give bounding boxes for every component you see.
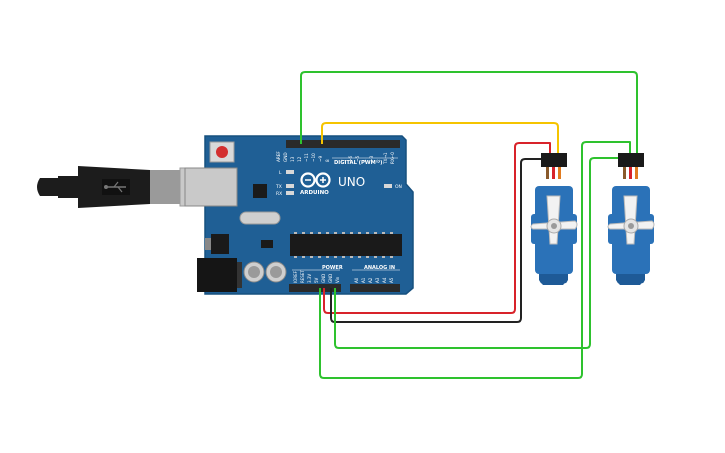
power-label: POWER (322, 265, 343, 271)
usb-chip (253, 184, 267, 198)
arduino-logo (300, 172, 331, 188)
small-chip (261, 240, 273, 248)
svg-text:4: 4 (362, 159, 367, 162)
atmega-chip (290, 234, 402, 256)
analog-label: ANALOG IN (364, 265, 395, 271)
reset-button[interactable] (209, 141, 235, 163)
svg-text:A1: A1 (361, 277, 366, 283)
power-pin-labels: IOREF RESET 3.3V 5V GND GND Vin (293, 270, 340, 283)
svg-text:A3: A3 (375, 277, 380, 283)
svg-text:5V: 5V (314, 277, 319, 283)
analog-pin-labels: A0 A1 A2 A3 A4 A5 (354, 277, 394, 283)
usb-jack (184, 167, 238, 207)
onboard-leds: L TX RX ON (275, 170, 402, 197)
voltage-regulator (211, 234, 229, 254)
crystal (239, 211, 281, 225)
svg-text:AREF: AREF (276, 151, 281, 162)
svg-text:IOREF: IOREF (293, 270, 298, 283)
svg-text:ON: ON (395, 184, 402, 190)
arduino-uno[interactable]: AREF GND 13 12 ~11 ~10 ~9 8 7 ~6 ~5 4 ~3… (184, 135, 414, 295)
svg-text:RESET: RESET (300, 270, 305, 283)
svg-text:~6: ~6 (348, 155, 353, 162)
wire-servo1-signal[interactable] (321, 122, 559, 158)
model-label: UNO (338, 175, 365, 189)
wire-servo2-ground[interactable] (319, 141, 631, 379)
svg-text:~9: ~9 (318, 155, 323, 162)
servo2-connector (618, 153, 644, 167)
svg-text:Vin: Vin (335, 276, 340, 283)
brand-label: ARDUINO (300, 190, 329, 196)
servo-1[interactable] (530, 153, 578, 289)
svg-text:A4: A4 (382, 277, 387, 283)
svg-text:A0: A0 (354, 277, 359, 283)
svg-text:~10: ~10 (311, 153, 316, 162)
servo1-connector (541, 153, 567, 167)
digital-header[interactable] (286, 140, 400, 148)
svg-text:GND: GND (328, 274, 333, 283)
svg-text:2: 2 (376, 159, 381, 162)
svg-text:RX: RX (276, 191, 282, 197)
svg-text:L: L (279, 170, 282, 176)
servo-2[interactable] (607, 153, 655, 289)
power-header[interactable] (289, 284, 341, 292)
svg-text:8: 8 (325, 159, 330, 162)
dc-jack (197, 258, 237, 292)
usb-icon (104, 181, 126, 193)
svg-text:~11: ~11 (304, 153, 309, 162)
analog-header[interactable] (350, 284, 400, 292)
wire-servo1-ground[interactable] (330, 158, 544, 323)
svg-text:~5: ~5 (355, 155, 360, 162)
svg-text:TX: TX (275, 184, 282, 190)
svg-text:~3: ~3 (369, 155, 374, 162)
svg-text:A5: A5 (389, 277, 394, 283)
svg-text:13: 13 (290, 156, 295, 162)
svg-text:GND: GND (283, 152, 288, 162)
svg-text:TX→1: TX→1 (383, 152, 388, 165)
svg-text:A2: A2 (368, 277, 373, 283)
capacitors (243, 261, 287, 283)
svg-text:3.3V: 3.3V (307, 274, 312, 283)
wire-servo2-signal[interactable] (300, 71, 638, 158)
svg-text:7: 7 (341, 159, 346, 162)
wires[interactable] (300, 71, 638, 379)
digital-label: DIGITAL (PWM~) (334, 160, 382, 166)
svg-text:12: 12 (297, 156, 302, 162)
wire-servo2-power[interactable] (334, 157, 625, 349)
svg-text:GND: GND (321, 274, 326, 283)
wire-servo1-power[interactable] (323, 142, 551, 314)
